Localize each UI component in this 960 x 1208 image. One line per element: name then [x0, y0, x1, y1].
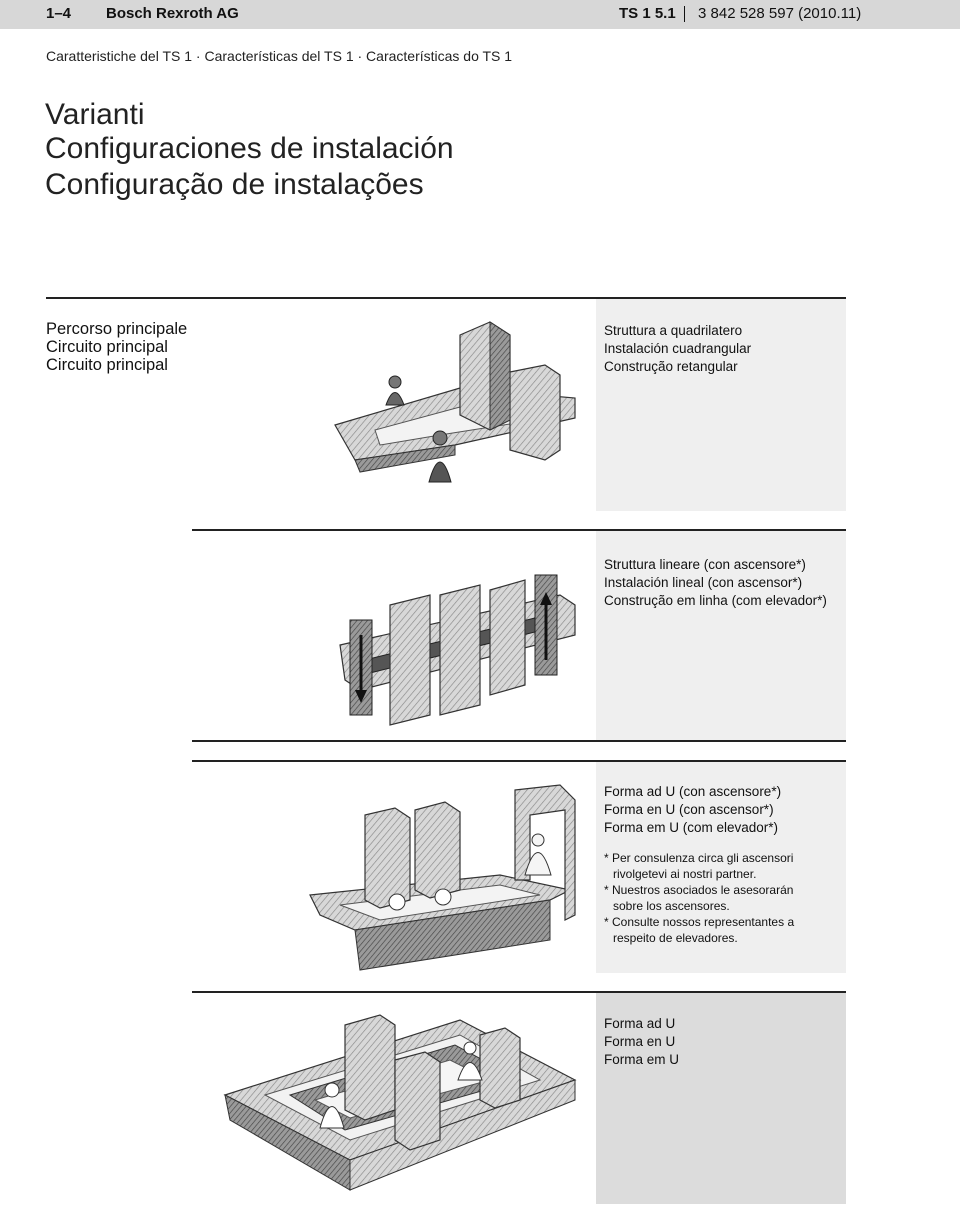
variant-1-text: Struttura a quadrilatero Instalación cua…: [604, 322, 751, 376]
document-number: 3 842 528 597 (2010.11): [698, 5, 862, 22]
variant-4-text: Forma ad U Forma en U Forma em U: [604, 1015, 679, 1069]
u-form-elevator-illustration: [309, 784, 576, 971]
footnote-pt-cont: respeito de elevadores.: [613, 931, 738, 945]
page-title-pt: Configuração de instalações: [45, 168, 424, 201]
variant-2-text: Struttura lineare (con ascensore*) Insta…: [604, 556, 827, 610]
variant-2-pt: Construção em linha (com elevador*): [604, 593, 827, 608]
row-rule-1: [192, 529, 846, 531]
variant-2-it: Struttura lineare (con ascensore*): [604, 557, 806, 572]
variant-3-text: Forma ad U (con ascensore*) Forma en U (…: [604, 783, 781, 837]
variant-4-es: Forma en U: [604, 1034, 676, 1049]
footnote-es-cont: sobre los ascensores.: [613, 899, 730, 913]
variant-3-pt: Forma em U (com elevador*): [604, 820, 779, 835]
footnote-es: * Nuestros asociados le asesorarán: [604, 883, 794, 897]
company-name: Bosch Rexroth AG: [106, 5, 239, 22]
variant-2-es: Instalación lineal (con ascensor*): [604, 575, 803, 590]
page-title-es: Configuraciones de instalación: [45, 132, 454, 165]
row-rule-2: [192, 740, 846, 742]
u-form-illustration: [223, 1014, 577, 1191]
variant-4-it: Forma ad U: [604, 1016, 676, 1031]
footnote-it: * Per consulenza circa gli ascensori: [604, 851, 794, 865]
variant-panel-1: [596, 299, 846, 511]
section-rule: [46, 297, 846, 299]
section-label: Percorso principale Circuito principal C…: [46, 320, 187, 374]
footnote-pt: * Consulte nossos representantes a: [604, 915, 795, 929]
variant-3-es: Forma en U (con ascensor*): [604, 802, 774, 817]
header-separator: [684, 6, 685, 22]
page-number: 1–4: [46, 5, 72, 22]
variant-panel-2: [596, 531, 846, 741]
product-code: TS 1 5.1: [619, 5, 676, 22]
variant-panel-3: [596, 761, 846, 973]
header-bar: 1–4 Bosch Rexroth AG TS 1 5.1 3 842 528 …: [0, 0, 960, 29]
variant-4-pt: Forma em U: [604, 1052, 680, 1067]
page-subtitle: Caratteristiche del TS 1 · Característic…: [46, 48, 513, 64]
variant-1-it: Struttura a quadrilatero: [604, 323, 743, 338]
variant-1-es: Instalación cuadrangular: [604, 341, 752, 356]
row-rule-4: [192, 991, 846, 993]
variant-1-pt: Construção retangular: [604, 359, 738, 374]
section-label-pt: Circuito principal: [46, 356, 168, 374]
section-label-it: Percorso principale: [46, 320, 188, 338]
section-label-es: Circuito principal: [46, 338, 168, 356]
variant-panel-4: [596, 993, 846, 1204]
rectangular-layout-illustration: [334, 321, 576, 483]
variant-3-it: Forma ad U (con ascensore*): [604, 784, 782, 799]
row-rule-3: [192, 760, 846, 762]
page-title-it: Varianti: [45, 98, 145, 131]
elevator-footnotes: * Per consulenza circa gli ascensori riv…: [604, 850, 794, 946]
linear-layout-illustration: [339, 574, 576, 726]
footnote-it-cont: rivolgetevi ai nostri partner.: [613, 867, 757, 881]
